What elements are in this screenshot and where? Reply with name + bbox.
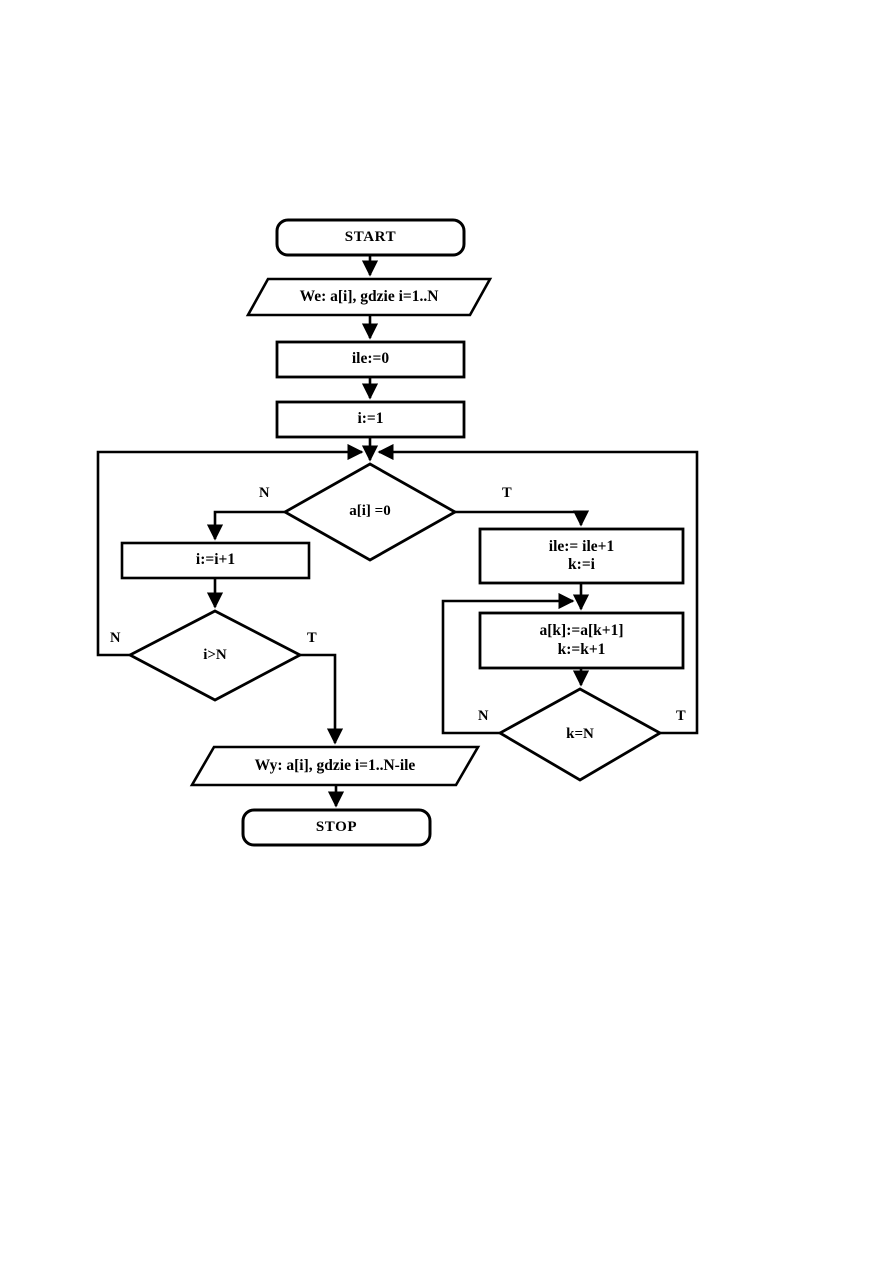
shape-check-zero	[282, 462, 458, 562]
shape-check-end	[126, 609, 304, 702]
shape-stop	[241, 808, 432, 847]
shape-init-index	[275, 400, 466, 439]
shape-check-k	[497, 687, 663, 782]
shape-shift-block	[478, 611, 685, 670]
shape-inc-index	[120, 541, 311, 580]
edge-zero-no-to-inc-index	[206, 510, 285, 541]
edge-end-no-loopback	[96, 443, 364, 657]
edge-k-no-loopback	[441, 592, 575, 735]
edge-zero-yes-to-count-block	[455, 510, 590, 527]
shape-start	[275, 218, 466, 257]
shape-init-count	[275, 340, 466, 379]
shape-output	[189, 745, 481, 787]
shape-count-block	[478, 527, 685, 585]
shape-input	[245, 277, 493, 317]
edge-k-yes-loopback	[377, 443, 699, 735]
edge-end-yes-to-output	[300, 653, 344, 745]
